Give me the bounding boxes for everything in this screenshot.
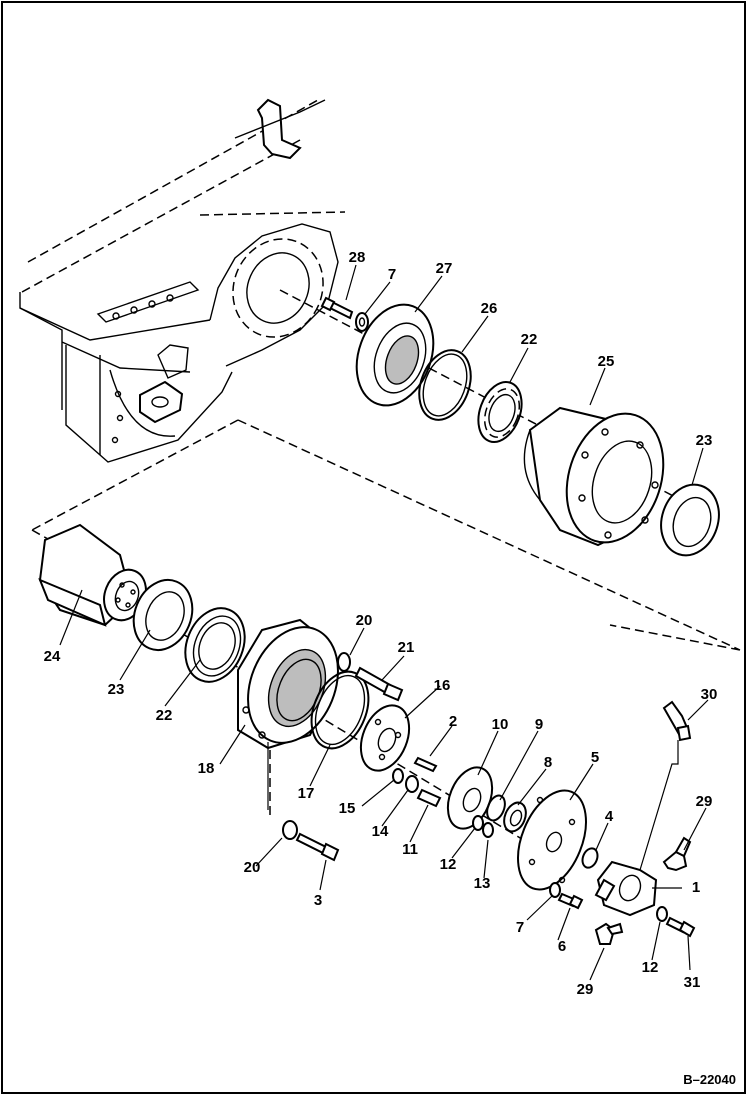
callout-7-lower: 7	[516, 919, 524, 936]
leader-lines	[59, 264, 709, 981]
callout-10: 10	[492, 716, 509, 733]
callout-1: 1	[692, 879, 700, 896]
callout-16: 16	[434, 677, 451, 694]
callout-2: 2	[449, 713, 457, 730]
callout-3: 3	[314, 892, 322, 909]
callout-31: 31	[684, 974, 701, 991]
part-25-hub	[523, 406, 665, 547]
callout-7-upper: 7	[388, 266, 396, 283]
callout-22-lower: 22	[156, 707, 173, 724]
callout-30: 30	[701, 686, 718, 703]
part-15-washer	[392, 768, 404, 784]
callout-14: 14	[372, 823, 389, 840]
lower-assembly	[38, 523, 696, 945]
part-24-motor	[38, 523, 147, 627]
part-28-bolt	[320, 296, 354, 320]
callout-18: 18	[198, 760, 215, 777]
part-31-bolt	[665, 916, 696, 938]
part-8-bearing	[503, 801, 527, 833]
callout-25: 25	[598, 353, 615, 370]
part-5-cover-plate	[517, 789, 587, 891]
part-12-washer-left	[472, 815, 484, 831]
callout-17: 17	[298, 785, 315, 802]
callout-23-lower: 23	[108, 681, 125, 698]
part-20-washer-lower	[282, 820, 298, 840]
part-14-bushing	[405, 775, 419, 793]
part-29-fitting-upper	[662, 836, 692, 872]
callout-24: 24	[44, 648, 61, 665]
callout-labels: 28 7 27 26 22 25 23 24 23 22 18 17 20 21…	[44, 249, 736, 1087]
callout-27: 27	[436, 260, 453, 277]
callout-20-upper: 20	[356, 612, 373, 629]
callout-12-left: 12	[440, 856, 457, 873]
callout-29-lower: 29	[577, 981, 594, 998]
part-1-pump	[594, 740, 679, 917]
part-30-fitting	[662, 700, 692, 742]
callout-15: 15	[339, 800, 356, 817]
upper-assembly	[279, 289, 720, 557]
part-23-seal-upper	[660, 483, 720, 557]
part-3-bolt	[295, 832, 340, 862]
callout-23-upper: 23	[696, 432, 713, 449]
part-12-washer-right	[656, 906, 668, 922]
part-29-fitting-lower	[594, 922, 624, 945]
chassis-frame	[19, 98, 346, 463]
part-17-o-ring	[310, 670, 370, 750]
callout-4: 4	[605, 808, 614, 825]
part-22-bearing-upper	[477, 381, 523, 443]
callout-11: 11	[402, 841, 418, 858]
part-7-washer-lower	[549, 882, 561, 898]
part-4-ring	[581, 847, 599, 869]
part-6-bolt	[557, 892, 584, 910]
part-18-housing	[237, 618, 339, 815]
callout-28: 28	[349, 249, 366, 266]
callout-26: 26	[481, 300, 498, 317]
part-11-fitting	[416, 788, 442, 808]
part-27-seal-housing	[355, 303, 435, 407]
callout-12-right: 12	[642, 959, 659, 976]
callout-6: 6	[558, 938, 566, 955]
part-22-bearing-lower	[184, 607, 246, 683]
callout-21: 21	[398, 639, 415, 656]
part-21-bolt	[354, 666, 404, 702]
part-13-nut	[482, 822, 494, 838]
callout-29-upper: 29	[696, 793, 713, 810]
part-2-pin	[413, 756, 438, 773]
part-20-washer-upper	[337, 652, 351, 672]
dashed-group-outline	[31, 419, 741, 651]
reference-number: B–22040	[683, 1072, 736, 1087]
part-16-plate	[359, 704, 411, 772]
part-9-o-ring	[486, 794, 506, 822]
callout-8: 8	[544, 754, 552, 771]
callout-13: 13	[474, 875, 491, 892]
part-7-washer	[355, 312, 369, 332]
callout-20-lower: 20	[244, 859, 261, 876]
part-26-o-ring	[418, 349, 472, 421]
callout-5: 5	[591, 749, 599, 766]
callout-22-upper: 22	[521, 331, 538, 348]
callout-9: 9	[535, 716, 543, 733]
